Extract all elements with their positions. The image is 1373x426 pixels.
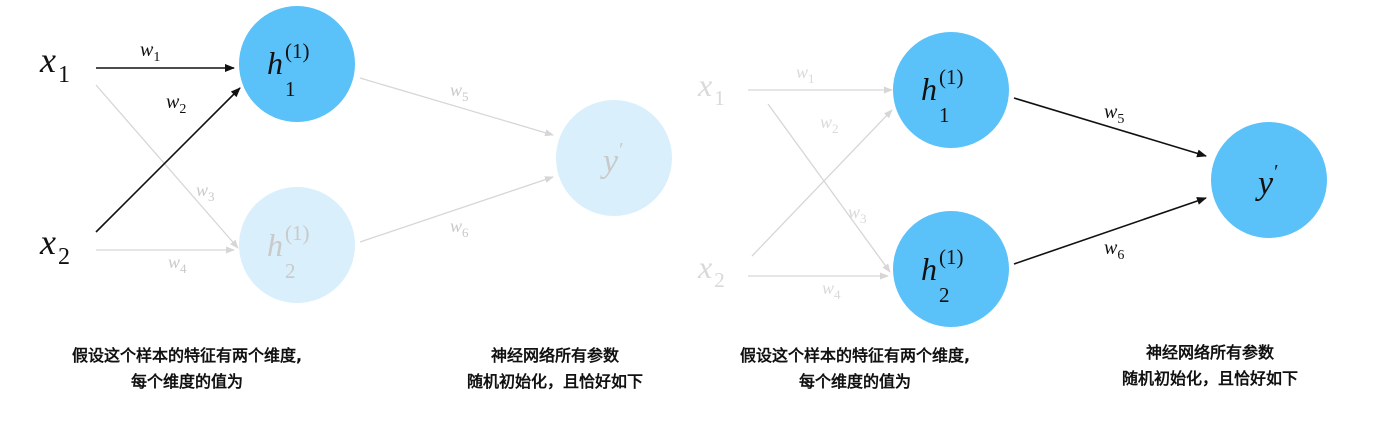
- weight-label-w1: w1: [796, 62, 815, 86]
- hidden-label-h1: h(1): [921, 65, 964, 107]
- edge-w2-x2-h1: [751, 109, 893, 257]
- caption-line: 随机初始化，且恰好如下: [466, 372, 643, 391]
- hidden-label-h2-sub: 2: [285, 259, 296, 283]
- hidden-label-h1-sub: 1: [285, 77, 296, 101]
- panel-1: x1 x2 h(1) 1 h(1) 2 y′ w1 w2 w3 w4 w5 w6: [39, 6, 672, 303]
- edge-w6-h2-y: [1013, 197, 1207, 265]
- panel-2: x1 x2 h(1) 1 h(1) 2 y′ w1 w2 w3 w4 w5 w6: [697, 32, 1327, 327]
- weight-label-w4: w4: [822, 278, 841, 302]
- weight-label-w6: w6: [450, 216, 469, 240]
- caption-line: 假设这个样本的特征有两个维度,: [71, 346, 303, 365]
- caption-line: 假设这个样本的特征有两个维度,: [739, 346, 971, 365]
- weight-label-w6: w6: [1104, 237, 1124, 263]
- caption-left-panel-2: 假设这个样本的特征有两个维度, 每个维度的值为: [690, 343, 1020, 395]
- edge-w6-h2-y: [359, 176, 554, 243]
- caption-line: 神经网络所有参数: [490, 346, 619, 365]
- input-label-x1: x1: [697, 67, 725, 110]
- output-label-y: y′: [1255, 161, 1278, 202]
- input-label-x1: x1: [39, 40, 70, 88]
- weight-label-w2: w2: [820, 112, 839, 136]
- output-label-y: y′: [600, 139, 623, 180]
- hidden-node-h1: [239, 6, 355, 122]
- caption-left-panel-1: 假设这个样本的特征有两个维度, 每个维度的值为: [22, 343, 352, 395]
- weight-label-w5: w5: [1104, 101, 1124, 127]
- edge-w3-x1-h2: [767, 103, 891, 273]
- hidden-label-h1-sub: 1: [939, 103, 950, 127]
- hidden-label-h1: h(1): [267, 39, 310, 81]
- caption-line: 神经网络所有参数: [1145, 343, 1274, 362]
- weight-label-w1: w1: [140, 39, 160, 65]
- weight-label-w4: w4: [168, 252, 187, 276]
- weight-label-w5: w5: [450, 80, 469, 104]
- hidden-label-h2-sub: 2: [939, 283, 950, 307]
- edge-w2-x2-h1: [95, 87, 241, 233]
- caption-right-panel-2: 神经网络所有参数 随机初始化，且恰好如下: [1065, 340, 1355, 392]
- output-node-y: [556, 100, 672, 216]
- edge-w5-h1-y: [359, 77, 554, 137]
- hidden-node-h1: [893, 32, 1009, 148]
- weight-label-w2: w2: [166, 91, 186, 117]
- caption-line: 随机初始化，且恰好如下: [1121, 369, 1298, 388]
- weight-label-w3: w3: [848, 202, 867, 226]
- hidden-node-h2: [893, 211, 1009, 327]
- edge-w3-x1-h2: [95, 84, 239, 249]
- hidden-node-h2: [239, 187, 355, 303]
- caption-line: 每个维度的值为: [130, 372, 243, 391]
- edge-w5-h1-y: [1013, 97, 1207, 158]
- input-label-x2: x2: [39, 222, 70, 270]
- caption-right-panel-1: 神经网络所有参数 随机初始化，且恰好如下: [410, 343, 700, 395]
- output-node-y: [1211, 122, 1327, 238]
- hidden-label-h2: h(1): [921, 245, 964, 287]
- hidden-label-h2: h(1): [267, 221, 310, 263]
- weight-label-w3: w3: [196, 180, 215, 204]
- input-label-x2: x2: [697, 249, 725, 292]
- caption-line: 每个维度的值为: [798, 372, 911, 391]
